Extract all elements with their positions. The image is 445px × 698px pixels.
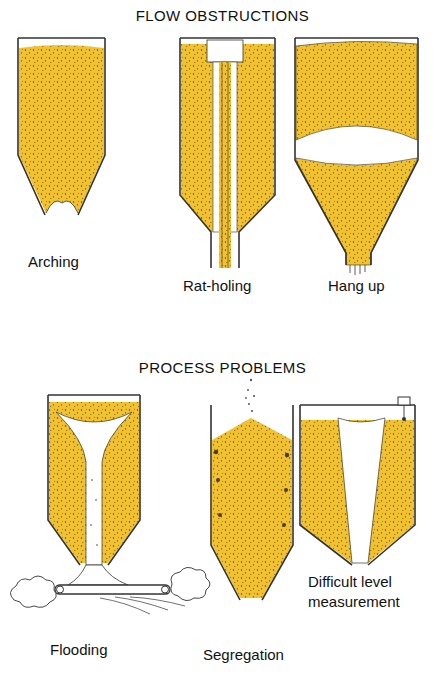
silo-label: Hang up	[328, 276, 385, 296]
silo-label: Arching	[28, 252, 79, 272]
section-heading: FLOW OBSTRUCTIONS	[0, 6, 445, 26]
flooding-silo	[10, 395, 210, 614]
silo-label: Difficult level measurement	[308, 572, 433, 611]
level-measurement-silo	[300, 397, 415, 565]
section-heading: PROCESS PROBLEMS	[0, 358, 445, 378]
silo-label: Flooding	[50, 640, 108, 660]
silo-label: Rat-holing	[183, 276, 251, 296]
segregation-silo	[211, 379, 293, 600]
arching-silo	[18, 38, 105, 215]
rat-holing-silo	[180, 38, 275, 268]
silo-label: Segregation	[203, 645, 284, 665]
hang-up-silo	[295, 38, 418, 275]
